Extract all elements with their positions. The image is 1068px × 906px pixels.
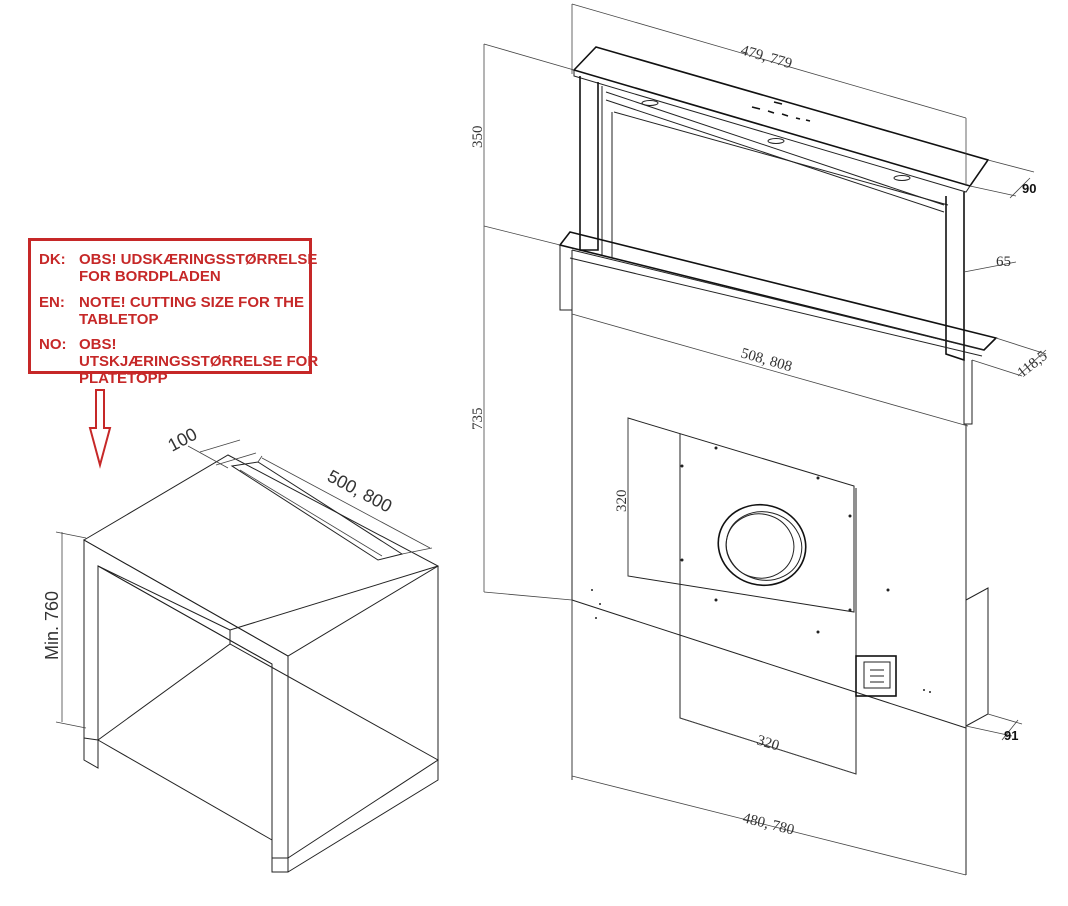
note-code-en: EN: bbox=[39, 294, 65, 311]
cabinet-height-label: Min. 760 bbox=[42, 591, 62, 660]
hood-top-width-label: 479, 779 bbox=[739, 42, 794, 72]
hood-base-width-label: 480, 780 bbox=[741, 810, 796, 838]
hood-lower-height-label: 735 bbox=[470, 408, 486, 431]
cabinet-width-label: 500, 800 bbox=[324, 466, 395, 517]
hood-dimensions bbox=[483, 3, 1047, 876]
note-code-dk: DK: bbox=[39, 251, 66, 268]
hood-top-depth-label: 90 bbox=[1022, 181, 1036, 196]
hood-flange-depth-label: 118,5 bbox=[1015, 348, 1051, 381]
hood-upper-height-label: 350 bbox=[470, 126, 486, 149]
hood-base-depth-label: 91 bbox=[1004, 728, 1018, 743]
cabinet-depth-label: 100 bbox=[164, 424, 200, 456]
cutting-size-note: DK: OBS! UDSKÆRINGSSTØRRELSE FOR BORDPLA… bbox=[28, 238, 318, 387]
hood-side-depth-label: 65 bbox=[996, 254, 1011, 270]
plate-height-label: 320 bbox=[614, 490, 630, 513]
hood-drawing bbox=[558, 46, 998, 875]
note-text-en: NOTE! CUTTING SIZE FOR THE TABLETOP bbox=[79, 294, 304, 328]
plate-width-label: 320 bbox=[755, 733, 781, 755]
note-code-no: NO: bbox=[39, 336, 67, 353]
hood-mid-width-label: 508, 808 bbox=[739, 345, 794, 375]
note-text-dk: OBS! UDSKÆRINGSSTØRRELSE FOR BORDPLADEN bbox=[79, 251, 318, 285]
cabinet-drawing bbox=[55, 439, 440, 873]
down-arrow-icon bbox=[88, 389, 112, 469]
note-text-no: OBS! UTSKJÆRINGSSTØRRELSE FOR PLATETOPP bbox=[79, 336, 319, 387]
